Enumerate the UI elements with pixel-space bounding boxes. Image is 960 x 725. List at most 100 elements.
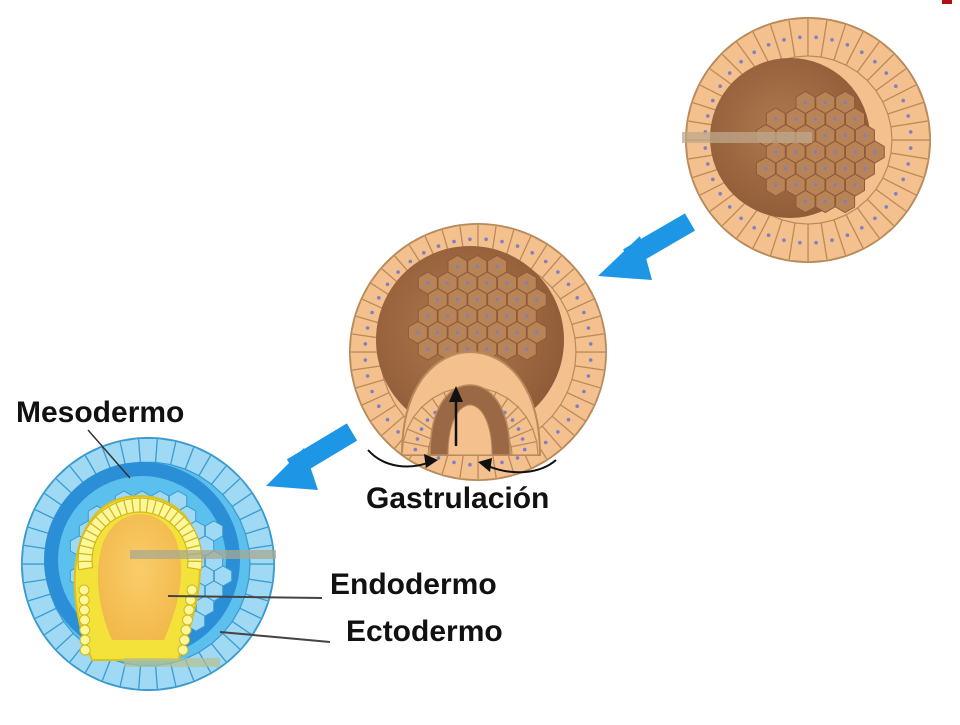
gastrula-inner-cell-nucleus	[446, 347, 450, 351]
gastrula-cell-nucleus	[365, 326, 370, 330]
blastula-inner-cell-nucleus	[823, 133, 827, 138]
blastula-inner-cell-nucleus	[813, 117, 818, 121]
blastula-cell-nucleus	[766, 43, 771, 47]
gastrula-embryo	[349, 223, 607, 481]
gastrula-inner-cell-nucleus	[505, 281, 509, 285]
invagination-cell-nucleus	[516, 427, 521, 431]
gastrula-inner-cell-nucleus	[436, 297, 440, 302]
gastrula-inner-cell-nucleus	[515, 330, 519, 335]
gastrula-inner-cell-nucleus	[515, 297, 519, 302]
gastrula-inner-cell-nucleus	[485, 347, 489, 351]
gastrula-cell-nucleus	[484, 237, 488, 242]
gastrula-cell-nucleus	[422, 251, 426, 255]
endoderm-cell	[186, 584, 198, 596]
blastula-inner-cell-nucleus	[833, 117, 837, 121]
label-ectodermo: Ectodermo	[346, 615, 503, 648]
blastula-cell-nucleus	[739, 216, 743, 221]
endoderm-cell	[182, 614, 193, 626]
gastrula-cell-nucleus	[452, 460, 456, 465]
gastrula-inner-cell-nucleus	[426, 314, 430, 318]
blastula-cell-nucleus	[752, 226, 756, 230]
blastula-inner-cell-nucleus	[863, 133, 867, 138]
gastrula-inner-cell-nucleus	[475, 297, 479, 302]
blastula-inner-cell-nucleus	[853, 117, 857, 121]
gastrula-cell-nucleus	[515, 244, 520, 248]
blastula-cell-nucleus	[711, 177, 715, 182]
endoderm-cell	[179, 634, 190, 646]
blastula-cell-nucleus	[830, 38, 834, 42]
blastula-cell-nucleus	[739, 59, 743, 64]
blastula-cell-nucleus	[798, 35, 802, 40]
gastrula-cell-nucleus	[500, 460, 504, 465]
gastrula-inner-cell-nucleus	[505, 314, 509, 318]
blastula-cell-nucleus	[906, 162, 910, 166]
blastula-inner-cell-nucleus	[823, 199, 827, 204]
gastrula-cell-nucleus	[363, 358, 368, 362]
blastula-cell-nucleus	[906, 114, 910, 118]
blastula-inner-cell-nucleus	[833, 150, 837, 154]
blastula-inner-cell-nucleus	[803, 166, 808, 171]
gastrula-inner-cell-nucleus	[495, 330, 499, 335]
gastrula-cell-nucleus	[582, 389, 586, 394]
endoderm-cell	[180, 624, 192, 636]
gastrula-inner-cell-nucleus	[475, 264, 479, 269]
blastula-cell-nucleus	[718, 192, 722, 196]
gastrula-cell-nucleus	[436, 244, 441, 248]
blastula-inner-cell-nucleus	[813, 183, 818, 187]
blastula-cell-nucleus	[814, 35, 818, 40]
gastrula-cell-nucleus	[515, 456, 520, 460]
gastrula-cell-nucleus	[377, 404, 381, 409]
blastula-inner-cell-nucleus	[833, 183, 837, 187]
gastrula-inner-cell-nucleus	[455, 297, 460, 302]
gastrula-cell-nucleus	[530, 251, 534, 255]
gastrula-inner-cell-nucleus	[436, 330, 440, 335]
blastula-cell-nucleus	[703, 146, 708, 150]
gastrula-inner-cell-nucleus	[455, 330, 460, 335]
ectodermo-pointer	[219, 631, 331, 643]
blastula-inner-cell-nucleus	[863, 166, 867, 171]
blastula-cell-nucleus	[711, 98, 715, 103]
endoderm-cell	[78, 604, 90, 616]
invagination-cell-nucleus	[510, 418, 515, 422]
blastula-inner-cell-nucleus	[843, 199, 847, 204]
gastrula-cell-nucleus	[588, 358, 593, 362]
endoderm-cell	[183, 604, 195, 616]
endoderm-cell	[78, 594, 90, 606]
gastrula-cell-nucleus	[566, 417, 571, 422]
blastula-cell-nucleus	[845, 43, 850, 47]
ectoderm-cell	[137, 665, 159, 691]
blastula-inner-cell-nucleus	[843, 133, 847, 138]
gastrula-cell-nucleus	[566, 282, 571, 287]
blastula-cell-nucleus	[782, 38, 786, 42]
blastula-cell-nucleus	[908, 130, 913, 134]
gastrula-inner-cell-nucleus	[485, 281, 489, 285]
blastula-cell-nucleus	[894, 192, 898, 196]
blastula-cell-nucleus	[901, 98, 905, 103]
gastrula-cell-nucleus	[365, 374, 370, 378]
blastula-cell-nucleus	[752, 50, 756, 54]
blastula-embryo	[682, 17, 931, 263]
label-endodermo: Endodermo	[330, 568, 497, 601]
gastrula-cell-nucleus	[436, 456, 441, 460]
gastrula-cell-nucleus	[543, 440, 548, 445]
blastula-smudge	[682, 132, 812, 143]
blastula-inner-cell-nucleus	[794, 117, 798, 121]
label-mesodermo: Mesodermo	[16, 396, 185, 429]
invagination-cell-nucleus	[413, 447, 418, 452]
gastrula-inner-cell-nucleus	[455, 264, 460, 269]
blastula-cell-nucleus	[727, 71, 732, 75]
blastula-cell-nucleus	[814, 240, 818, 245]
blastula-inner-cell-nucleus	[853, 150, 857, 154]
layers-smudge	[130, 550, 276, 559]
gastrula-inner-cell-nucleus	[525, 281, 529, 285]
late-gastrula-embryo	[21, 429, 331, 691]
invagination-cell-nucleus	[522, 447, 527, 452]
blastula-inner-cell-nucleus	[843, 166, 847, 171]
blastula-cell-nucleus	[873, 216, 877, 221]
gastrula-inner-cell-nucleus	[525, 314, 529, 318]
endoderm-cell	[79, 624, 91, 636]
endoderm-cell	[78, 584, 90, 596]
blastula-cell-nucleus	[873, 59, 877, 64]
blastula-cell-nucleus	[798, 240, 802, 245]
ectoderm-cell	[137, 437, 159, 463]
